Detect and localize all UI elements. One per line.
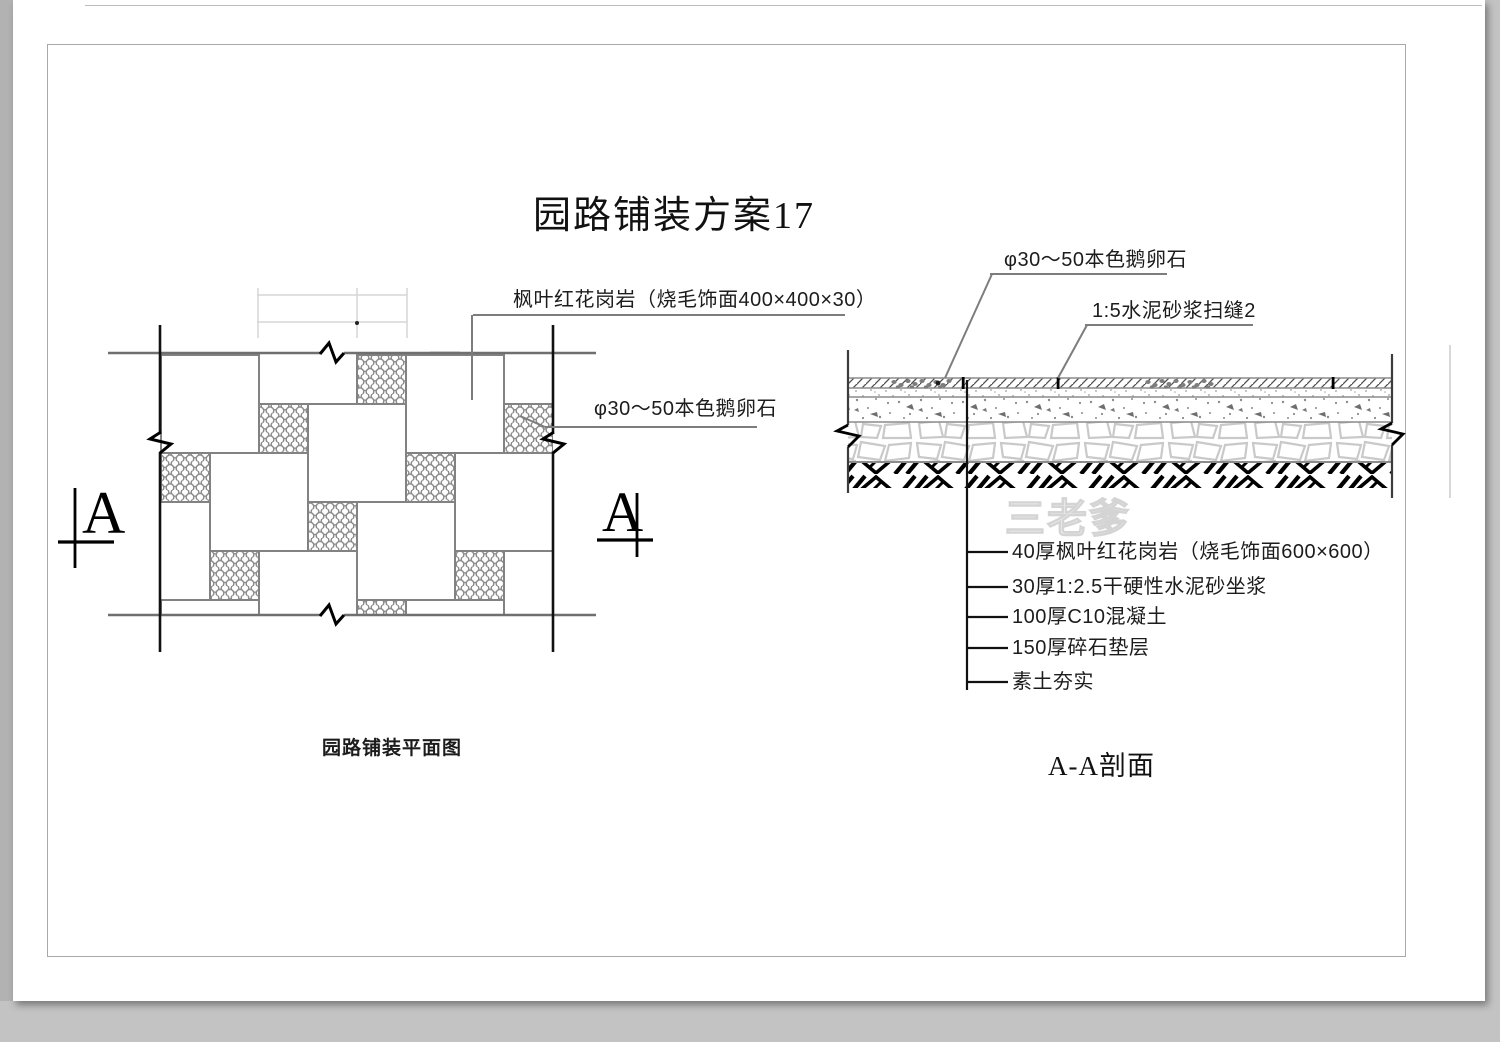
callout-concrete: 100厚C10混凝土 [1012,606,1168,628]
section-marker-right: A [597,481,653,557]
crushed-stone-layer [848,422,1392,462]
pebble-pavers [160,354,553,615]
callout-ladder [965,380,1008,690]
drawing-frame [47,44,1406,957]
concrete-layer [848,397,1392,422]
granite-surface-layer [848,378,1392,388]
desk-background-left-strip [0,0,13,1001]
watermark: 三老爹 [1004,496,1131,541]
plan-caption: 园路铺装平面图 [322,738,463,759]
break-symbols [833,421,1406,448]
section-caption: A-A剖面 [1048,751,1155,781]
section-marker-letter: A [602,481,643,544]
plan-leader-lines [471,314,845,428]
pebble-cluster-texture [891,379,1214,389]
paver-pattern [160,353,553,615]
section-layers [848,377,1392,488]
plan-label-pebble: φ30～50本色鹅卵石 [594,398,777,420]
mortar-bed-layer [848,388,1392,397]
joint-ticks [961,377,1335,389]
callout-gravel: 150厚碎石垫层 [1012,637,1150,659]
plan-label-granite: 枫叶红花岗岩（烧毛饰面400×400×30） [513,289,877,311]
section-label-mortar-joint: 1:5水泥砂浆扫缝2 [1092,300,1256,322]
section-drawing [833,273,1451,690]
compacted-soil-layer [848,463,1392,488]
section-label-pebble: φ30～50本色鹅卵石 [1004,249,1187,271]
callout-granite: 40厚枫叶红花岗岩（烧毛饰面600×600） [1012,541,1384,563]
section-leader-lines [944,273,1253,379]
granite-pavers [160,353,553,615]
section-marker-letter: A [82,480,125,546]
section-edges [833,345,1451,498]
break-symbols [146,340,568,627]
callout-soil: 素土夯实 [1012,671,1094,693]
construction-point [355,321,359,325]
plan-drawing: A A [58,288,845,652]
plan-borders [108,325,596,652]
drawing-title: 园路铺装方案17 [533,195,816,237]
page-top-hairline [85,5,1482,6]
section-marker-left: A [58,480,125,568]
callout-mortar: 30厚1:2.5干硬性水泥砂坐浆 [1012,576,1267,598]
